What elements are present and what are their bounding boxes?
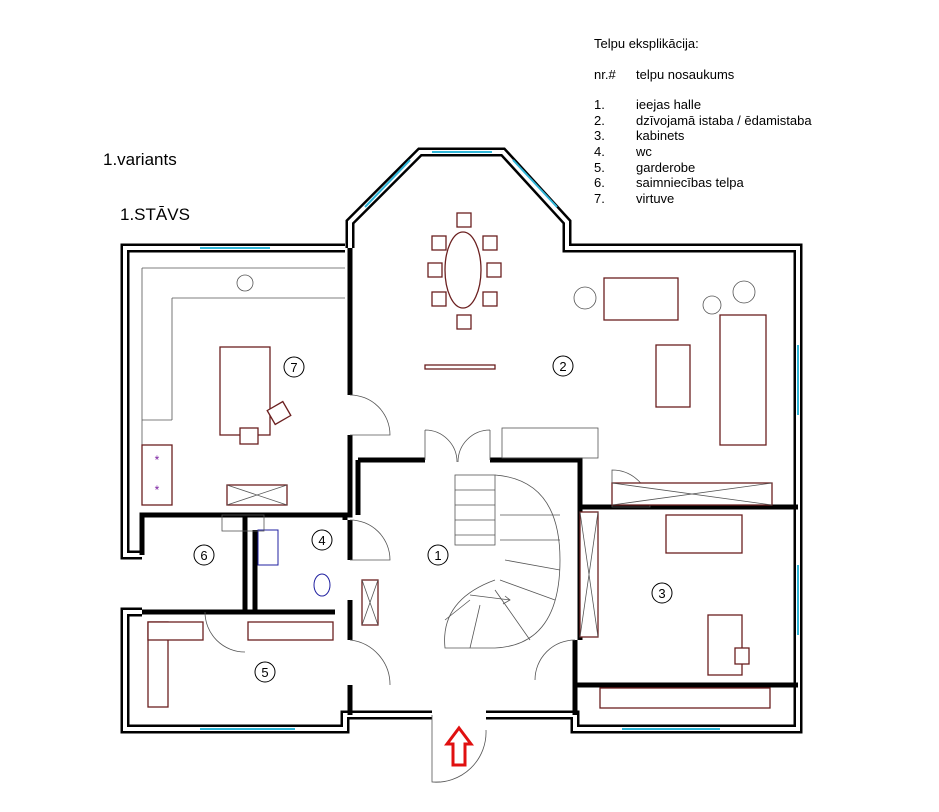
legend-nr: 3. bbox=[594, 128, 605, 144]
room-number-text: 7 bbox=[290, 360, 297, 375]
room-number-text: 1 bbox=[434, 548, 441, 563]
room-number-text: 4 bbox=[318, 533, 325, 548]
legend-header: nr.# telpu nosaukums bbox=[594, 67, 812, 83]
room-number-3: 3 bbox=[651, 582, 673, 604]
legend-nr: 5. bbox=[594, 159, 605, 175]
windows bbox=[200, 151, 799, 730]
legend-item: 5. garderobe bbox=[594, 160, 812, 176]
kitchen-furniture: * * bbox=[141, 267, 345, 506]
legend-col-name: telpu nosaukums bbox=[636, 66, 735, 82]
svg-text:*: * bbox=[155, 483, 160, 497]
living-furniture bbox=[501, 277, 773, 506]
staircase bbox=[444, 474, 561, 649]
legend-nr: 6. bbox=[594, 175, 605, 191]
room-number-1: 1 bbox=[427, 544, 449, 566]
legend-item: 3. kabinets bbox=[594, 128, 812, 144]
room-number-6: 6 bbox=[193, 544, 215, 566]
service-furniture bbox=[147, 514, 379, 708]
legend-title: Telpu eksplikācija: bbox=[594, 36, 699, 51]
room-number-2: 2 bbox=[552, 355, 574, 377]
legend-item: 7. virtuve bbox=[594, 191, 812, 207]
legend-col-nr: nr.# bbox=[594, 66, 616, 82]
legend-name: wc bbox=[636, 143, 652, 159]
room-number-text: 2 bbox=[559, 359, 566, 374]
legend-item: 6. saimniecības telpa bbox=[594, 175, 812, 191]
legend-nr: 4. bbox=[594, 143, 605, 159]
legend-name: saimniecības telpa bbox=[636, 175, 744, 191]
legend-item: 2. dzīvojamā istaba / ēdamistaba bbox=[594, 113, 812, 129]
legend-nr: 7. bbox=[594, 190, 605, 206]
room-number-text: 6 bbox=[200, 548, 207, 563]
legend-item: 4. wc bbox=[594, 144, 812, 160]
legend-nr: 2. bbox=[594, 112, 605, 128]
room-number-text: 5 bbox=[261, 665, 268, 680]
legend-item: 1. ieejas halle bbox=[594, 97, 812, 113]
legend-name: ieejas halle bbox=[636, 97, 702, 113]
entrance-arrow-icon bbox=[444, 725, 474, 767]
legend-name: garderobe bbox=[636, 159, 696, 175]
floor-label: 1.STĀVS bbox=[120, 205, 190, 224]
dining-table bbox=[424, 212, 502, 370]
room-number-4: 4 bbox=[311, 529, 333, 551]
room-number-text: 3 bbox=[658, 586, 665, 601]
legend-name: virtuve bbox=[636, 190, 675, 206]
svg-text:*: * bbox=[155, 453, 160, 467]
room-number-7: 7 bbox=[283, 356, 305, 378]
legend-name: dzīvojamā istaba / ēdamistaba bbox=[636, 112, 812, 128]
room-legend: Telpu eksplikācija: nr.# telpu nosaukums… bbox=[594, 36, 812, 206]
office-furniture bbox=[579, 511, 771, 709]
kitchen-island bbox=[219, 346, 271, 436]
legend-name: kabinets bbox=[636, 128, 685, 144]
room-number-5: 5 bbox=[254, 661, 276, 683]
variant-label: 1.variants bbox=[103, 150, 177, 169]
legend-nr: 1. bbox=[594, 97, 605, 113]
